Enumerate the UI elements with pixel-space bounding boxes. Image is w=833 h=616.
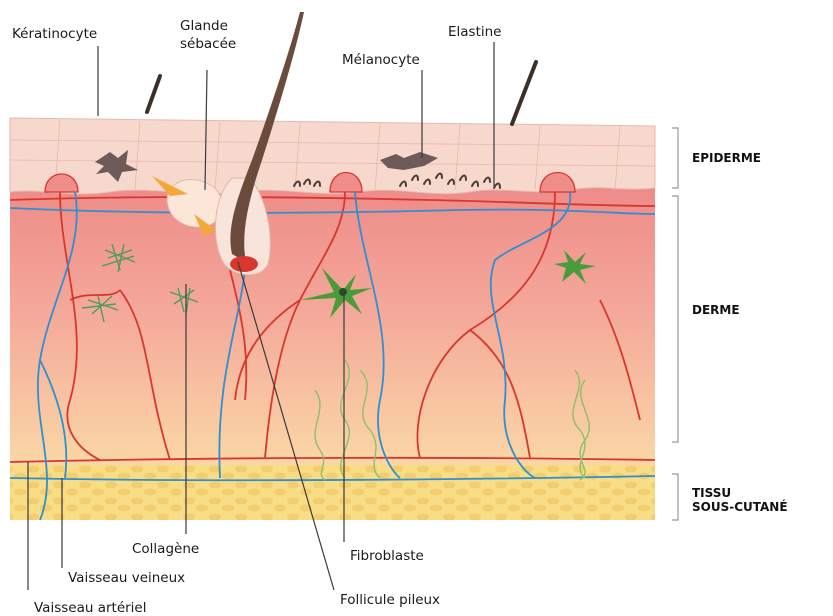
label-vein: Vaisseau veineux: [68, 570, 185, 586]
label-melanocyte: Mélanocyte: [342, 52, 420, 68]
label-elastin: Elastine: [448, 24, 502, 40]
label-sebaceous-gland-1: Glande: [180, 18, 228, 34]
label-collagen: Collagène: [132, 541, 199, 557]
hair-bulb: [230, 256, 258, 272]
hypodermis-layer: [10, 462, 655, 520]
layer-label-epidermis: EPIDERME: [692, 151, 761, 165]
layer-label-hypodermis-1: TISSU: [692, 486, 731, 500]
label-sebaceous-gland-2: sébacée: [180, 36, 236, 52]
layer-brackets: [672, 128, 678, 520]
label-keratinocyte: Kératinocyte: [12, 26, 97, 42]
layer-label-hypodermis-2: SOUS-CUTANÉ: [692, 499, 788, 514]
dermis-layer: [10, 185, 655, 465]
label-artery: Vaisseau artériel: [34, 600, 146, 616]
label-fibroblast: Fibroblaste: [350, 548, 424, 564]
layer-label-dermis: DERME: [692, 303, 740, 317]
surface-hairs: [147, 62, 536, 124]
label-hair-follicle: Follicule pileux: [340, 592, 440, 608]
